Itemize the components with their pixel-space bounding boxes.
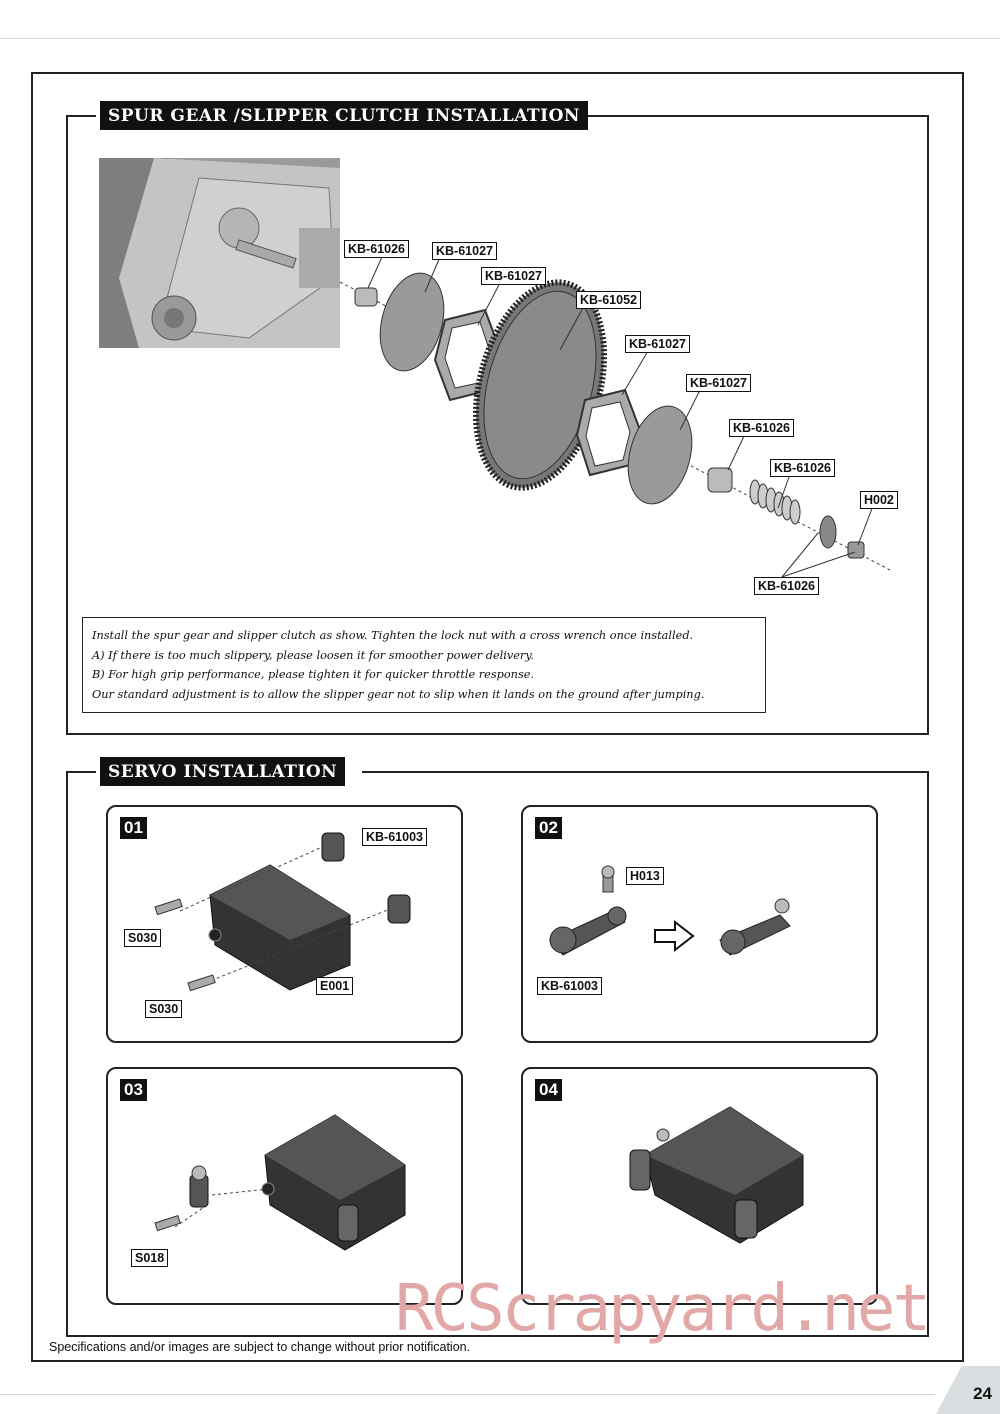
note-line: Install the spur gear and slipper clutch… <box>92 629 694 642</box>
step-04-panel: 04 <box>521 1067 878 1305</box>
section-rule <box>362 771 929 773</box>
spur-gear-section <box>66 115 929 735</box>
part-label: H013 <box>626 867 664 885</box>
step-03-panel: 03 <box>106 1067 463 1305</box>
part-label: KB-61026 <box>770 459 835 477</box>
bottom-divider <box>0 1394 935 1395</box>
part-label: KB-61027 <box>625 335 690 353</box>
part-label: KB-61027 <box>432 242 497 260</box>
step-number: 03 <box>120 1079 147 1101</box>
instruction-note: Install the spur gear and slipper clutch… <box>82 617 766 713</box>
servo-section <box>66 771 929 1337</box>
servo-step-01-illustration <box>154 832 411 992</box>
part-label: KB-61026 <box>344 240 409 258</box>
section-rule <box>588 115 929 117</box>
servo-step-02-illustration <box>549 865 791 956</box>
watermark: RCScrapyard.net <box>395 1272 931 1346</box>
part-label: KB-61003 <box>537 977 602 995</box>
step-number: 01 <box>120 817 147 839</box>
part-label: S030 <box>145 1000 183 1018</box>
part-label: E001 <box>316 977 354 995</box>
page-frame <box>31 72 964 1362</box>
servo-step-04-illustration <box>629 1106 804 1244</box>
part-label: KB-61027 <box>481 267 546 285</box>
top-divider <box>0 38 1000 39</box>
page-number: 24 <box>973 1384 992 1403</box>
footer-note: Specifications and/or images are subject… <box>49 1340 471 1354</box>
section-title: SERVO INSTALLATION <box>100 757 346 786</box>
part-label: S018 <box>131 1249 169 1267</box>
part-label: KB-61027 <box>686 374 751 392</box>
servo-step-03-illustration <box>154 1114 406 1251</box>
slipper-parts-illustration <box>339 272 891 571</box>
step-number: 04 <box>535 1079 562 1101</box>
note-line: B) For high grip performance, please tig… <box>92 668 535 681</box>
part-label: KB-61026 <box>754 577 819 595</box>
note-line: Our standard adjustment is to allow the … <box>92 687 705 701</box>
section-title: SPUR GEAR /SLIPPER CLUTCH INSTALLATION <box>100 101 588 130</box>
part-label: KB-61003 <box>362 828 427 846</box>
part-label: H002 <box>860 491 898 509</box>
step-02-panel: 02 <box>521 805 878 1043</box>
part-label: KB-61026 <box>729 419 794 437</box>
chassis-illustration <box>99 158 340 348</box>
step-number: 02 <box>535 817 562 839</box>
section-rule <box>66 771 96 773</box>
part-label: S030 <box>124 929 162 947</box>
part-label: KB-61052 <box>576 291 641 309</box>
note-line: A) If there is too much slippery, please… <box>92 648 534 662</box>
step-01-panel: 01 <box>106 805 463 1043</box>
section-rule <box>66 115 96 117</box>
